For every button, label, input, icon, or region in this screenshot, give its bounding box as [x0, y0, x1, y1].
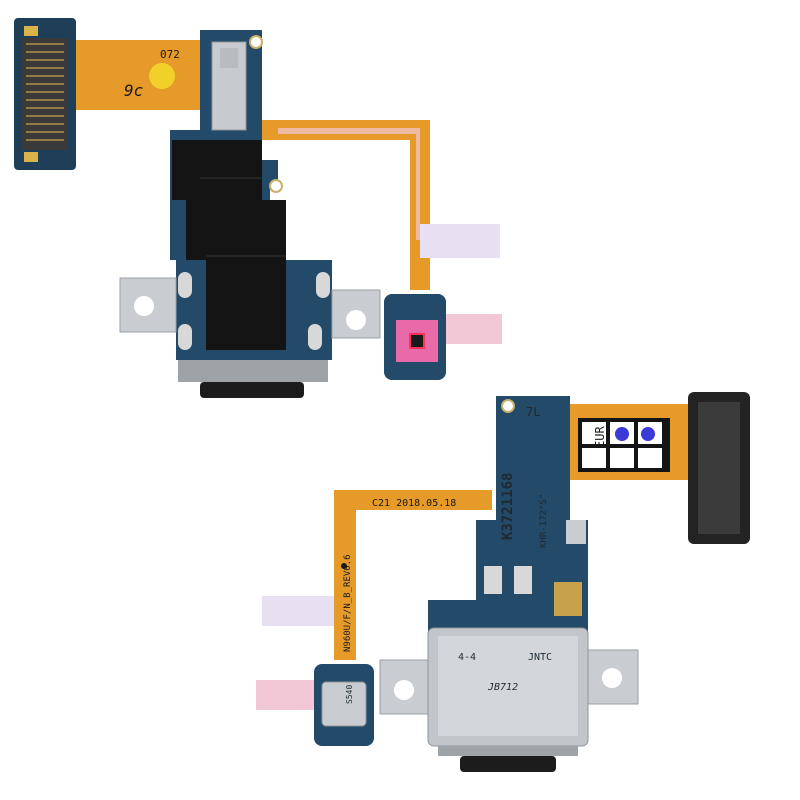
solder-pad	[316, 272, 330, 298]
connector-pins	[22, 38, 68, 150]
model-label: N960U/F/N_B_REV0.6	[343, 554, 353, 652]
mounting-hole	[501, 399, 515, 413]
part-number-label: K3721168	[500, 473, 516, 540]
pink-adhesive-tab	[256, 680, 318, 710]
gold-pad	[554, 582, 582, 616]
usb-lot-label: JB712	[487, 682, 518, 693]
bracket-hole	[134, 296, 154, 316]
usb-c-shell-top	[438, 636, 578, 736]
region-label: EUR	[593, 426, 607, 448]
usb-maker-label: JNTC	[528, 652, 552, 663]
flex-dot	[341, 563, 347, 569]
usb-c-port-opening	[460, 756, 556, 772]
stiffener-surface	[698, 402, 740, 534]
top-flex-assembly: 072 9c	[14, 18, 502, 398]
mounting-hole	[249, 35, 263, 49]
usb-c-port-shell	[178, 360, 328, 382]
date-code-label: C21 2018.05.18	[372, 498, 456, 509]
solder-pad	[484, 566, 502, 594]
blue-dot-mark	[615, 427, 629, 441]
mounting-hole	[269, 179, 283, 193]
connector-gold-tab	[24, 152, 38, 162]
microphone-flex	[334, 490, 492, 660]
solder-pad	[308, 324, 322, 350]
smd-component	[566, 520, 586, 544]
bottom-flex-assembly: EUR 7L K3721168 KHR-172°S° 4-4 JNTC JB71…	[256, 392, 750, 772]
lavender-adhesive-tab	[420, 224, 500, 258]
usb-batch-label: 4-4	[458, 652, 476, 663]
microphone-flex	[262, 120, 430, 290]
label-grid	[578, 418, 670, 472]
yellow-sticker	[149, 63, 175, 89]
flex-code-label: 072	[160, 48, 180, 61]
solder-pad	[178, 272, 192, 298]
usb-c-port-lip	[438, 746, 578, 756]
bracket-hole	[346, 310, 366, 330]
usb-c-port-opening	[200, 382, 304, 398]
black-insulation-tape	[172, 140, 286, 350]
pink-adhesive-tab	[446, 314, 502, 344]
khr-label: KHR-172°S°	[539, 494, 549, 548]
blue-dot-mark	[641, 427, 655, 441]
solder-pad	[514, 566, 532, 594]
bracket-hole	[602, 668, 622, 688]
steel-clip	[220, 48, 238, 68]
connector-pin-rows	[26, 43, 64, 141]
mic-code-label: S540	[345, 685, 354, 704]
board-rev-label: 7L	[526, 405, 540, 419]
flex-mark-label: 9c	[124, 81, 143, 100]
lavender-adhesive-tab	[262, 596, 334, 626]
solder-pad	[178, 324, 192, 350]
main-pcb-board	[428, 396, 588, 640]
microphone-can	[321, 681, 367, 727]
connector-gold-tab	[24, 26, 38, 36]
mic-hole	[409, 333, 425, 349]
bracket-hole	[394, 680, 414, 700]
flex-cable-arm	[76, 40, 200, 110]
